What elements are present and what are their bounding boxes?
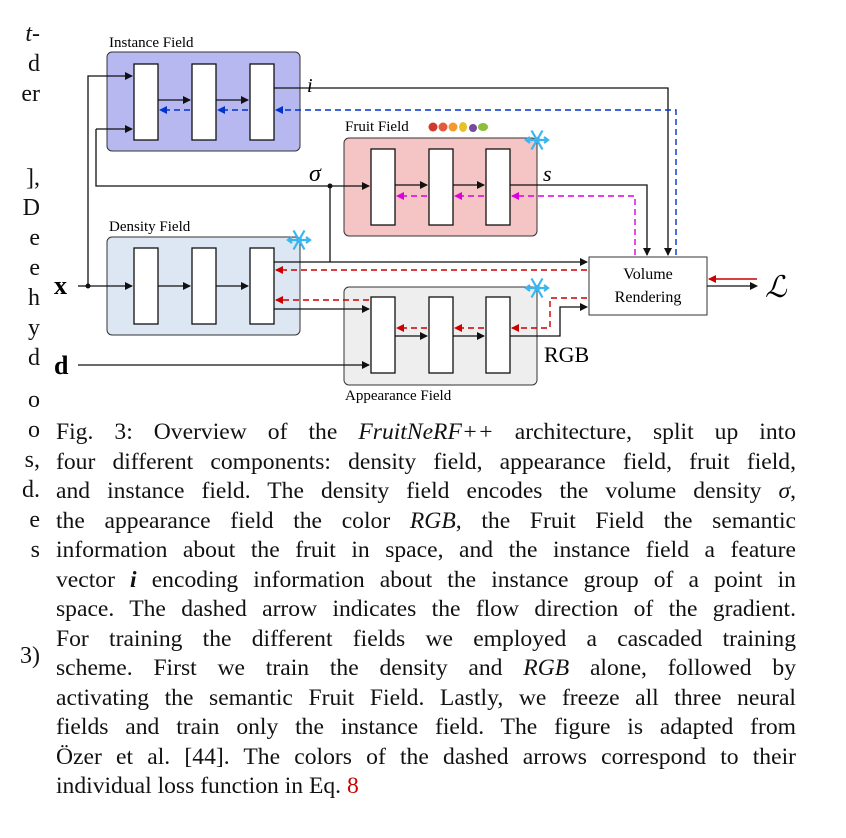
caption-line: vector i encoding information about the …	[56, 566, 796, 596]
caption-text: architecture, split up into	[493, 419, 796, 445]
architecture-diagram: Instance Field Fruit Field Density Field…	[54, 35, 788, 404]
symbol-loss: ℒ	[765, 271, 788, 304]
caption-line: space. The dashed arrow indicates the fl…	[56, 595, 796, 625]
left-column-fragment: d.	[22, 477, 40, 503]
caption-line: Fig. 3: Overview of the FruitNeRF++ arch…	[56, 418, 796, 448]
snowflake-icon	[286, 129, 550, 299]
caption-text: information about the fruit in space, an…	[56, 537, 796, 563]
symbol-s: s	[543, 161, 552, 186]
caption-text: activating the semantic Fruit Field. Las…	[56, 684, 796, 711]
caption-line: scheme. First we train the density and R…	[56, 654, 796, 684]
caption-text: space. The dashed arrow indicates the fl…	[56, 596, 796, 622]
left-column-fragment: s,	[24, 447, 40, 473]
left-column-fragment: er	[21, 81, 40, 107]
symbol-x: x	[54, 271, 67, 300]
caption-line: four different components: density field…	[56, 448, 796, 478]
fruit-layer-1	[370, 148, 396, 226]
caption-text: FruitNeRF++	[358, 419, 494, 445]
caption-text: and instance field. The density field en…	[56, 478, 779, 504]
left-column-fragment: s	[30, 537, 40, 563]
appearance-layer-2	[428, 296, 454, 374]
instance-field-label: Instance Field	[109, 35, 194, 51]
appearance-field-label: Appearance Field	[345, 388, 452, 404]
left-column-fragment: d	[28, 345, 40, 371]
fruit-icons	[428, 122, 488, 132]
left-column-fragment: t-	[25, 21, 40, 47]
fruit-layer-3	[485, 148, 511, 226]
volume-rendering-line2: Rendering	[615, 289, 682, 306]
caption-line: For training the different fields we emp…	[56, 625, 796, 655]
appearance-layer-1	[370, 296, 396, 374]
left-column-fragment: D	[22, 195, 40, 221]
caption-text: ,	[790, 478, 796, 504]
left-column-fragment: e	[29, 225, 40, 251]
caption-text: RGB	[523, 655, 570, 681]
caption-line: activating the semantic Fruit Field. Las…	[56, 684, 796, 714]
caption-text: vector	[56, 566, 131, 593]
instance-layer-2	[191, 63, 217, 141]
caption-text: fields and train only the instance field…	[56, 714, 796, 740]
caption-text: encoding information about the instance …	[136, 566, 796, 593]
caption-text: For training the different fields we emp…	[56, 625, 796, 652]
caption-text: the appearance field the color	[56, 507, 410, 534]
caption-text: i	[130, 566, 137, 593]
volume-rendering-line1: Volume	[623, 266, 672, 283]
left-column-fragment: e	[29, 507, 40, 533]
left-column-fragment: o	[28, 387, 40, 413]
fruit-layer-2	[428, 148, 454, 226]
density-layer-1	[133, 247, 159, 325]
volume-rendering-box	[588, 256, 708, 316]
left-column-fragment: 3)	[20, 643, 40, 669]
caption-text: alone, followed by	[569, 655, 796, 681]
density-field-label: Density Field	[109, 219, 191, 235]
fruit-field-label: Fruit Field	[345, 119, 409, 135]
left-column-fragment: ],	[26, 165, 40, 191]
symbol-i: i	[307, 75, 313, 97]
left-column-fragment: o	[28, 417, 40, 443]
caption-line: fields and train only the instance field…	[56, 713, 796, 743]
caption-line: information about the fruit in space, an…	[56, 536, 796, 566]
caption-text: σ	[778, 478, 791, 504]
caption-line: individual loss function in Eq. 8	[56, 772, 796, 802]
figure-caption: Fig. 3: Overview of the FruitNeRF++ arch…	[56, 418, 796, 802]
left-column-fragment: e	[29, 255, 40, 281]
caption-text: Özer et al. [44]. The colors of the dash…	[56, 743, 796, 770]
symbol-sigma: σ	[309, 161, 322, 187]
caption-text: four different components: density field…	[56, 448, 796, 475]
density-layer-2	[191, 247, 217, 325]
left-column-fragment: y	[28, 315, 40, 341]
caption-line: Özer et al. [44]. The colors of the dash…	[56, 743, 796, 773]
symbol-d: d	[54, 351, 69, 380]
left-column-fragment: h	[28, 285, 40, 311]
instance-layer-3	[249, 63, 275, 141]
caption-text: individual loss function in Eq.	[56, 773, 347, 799]
caption-line: the appearance field the color RGB, the …	[56, 507, 796, 537]
caption-text: RGB	[409, 507, 456, 534]
left-column-fragment: d	[28, 51, 40, 77]
equation-reference-link[interactable]: 8	[346, 773, 359, 799]
symbol-rgb: RGB	[544, 342, 589, 367]
instance-layer-1	[133, 63, 159, 141]
caption-text: Fig. 3: Overview of the	[56, 419, 359, 445]
caption-text: , the Fruit Field the semantic	[455, 507, 796, 534]
density-layer-3	[249, 247, 275, 325]
appearance-layer-3	[485, 296, 511, 374]
caption-line: and instance field. The density field en…	[56, 477, 796, 507]
caption-text: scheme. First we train the density and	[56, 655, 524, 681]
